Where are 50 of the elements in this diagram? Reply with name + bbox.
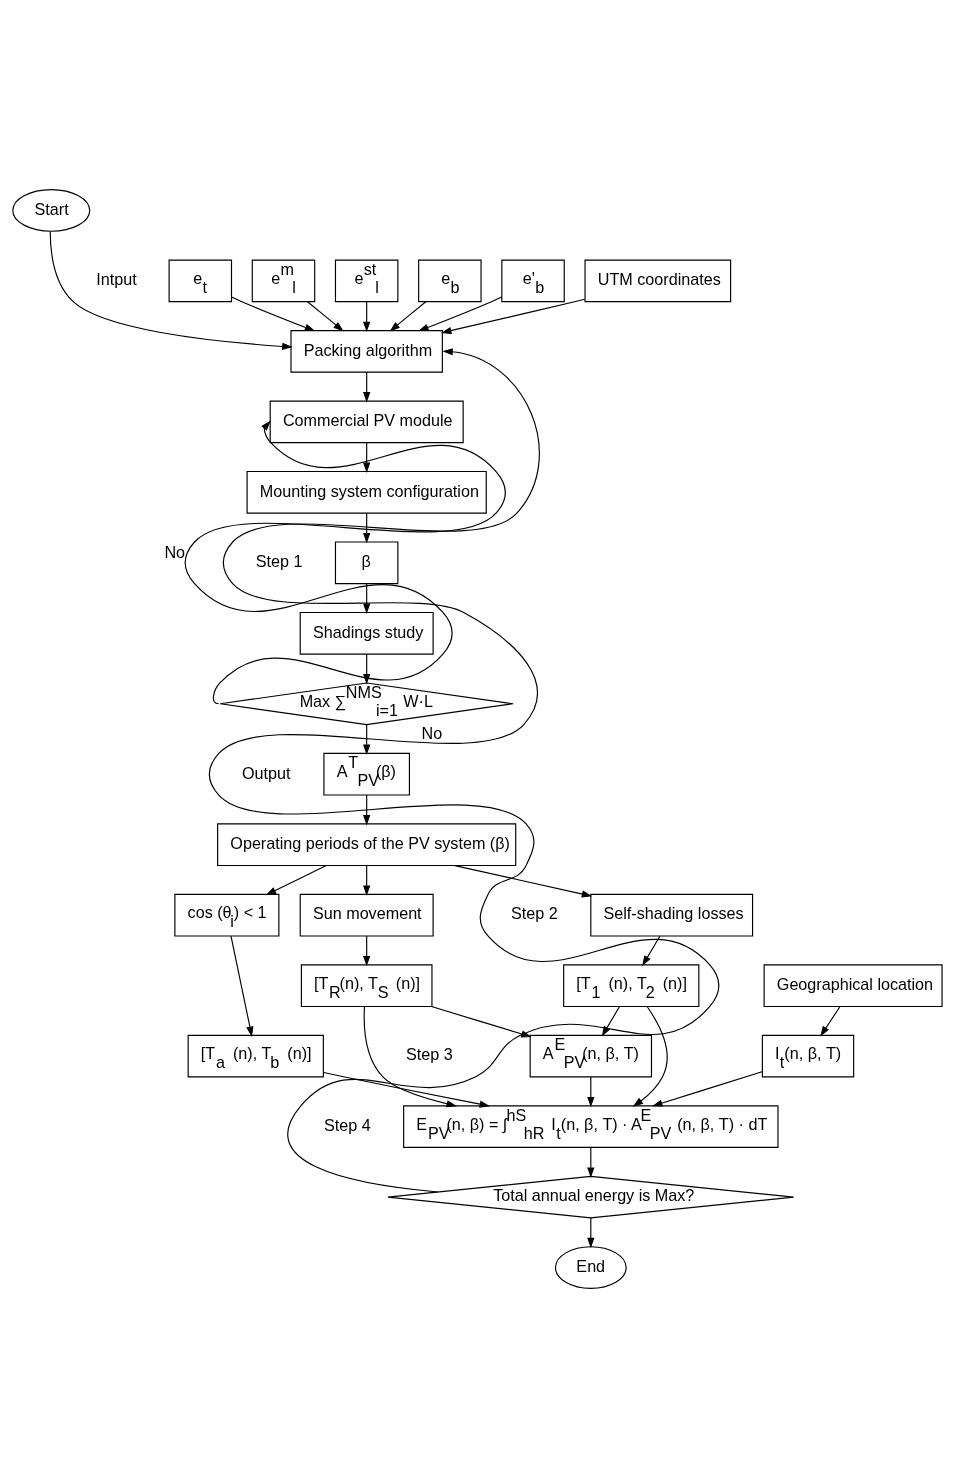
node-ellipse: End xyxy=(554,1245,627,1289)
arrow xyxy=(363,864,371,896)
arrow xyxy=(363,441,371,473)
node-box: Commercial PV module xyxy=(269,399,464,443)
arrow xyxy=(208,347,720,1193)
node-box: Packing algorithm xyxy=(290,329,443,373)
arrow xyxy=(363,1005,457,1107)
arrow xyxy=(184,420,506,704)
arrow xyxy=(49,230,293,350)
arrow xyxy=(363,582,371,614)
arrow xyxy=(642,935,661,966)
label: Step 1 xyxy=(255,551,303,570)
arrow xyxy=(587,1075,595,1107)
arrow xyxy=(587,1216,595,1248)
label: Step 3 xyxy=(405,1044,453,1063)
arrow xyxy=(363,300,371,332)
arrow xyxy=(441,298,586,334)
arrow xyxy=(363,935,371,966)
node-box: Operating periods of the PV system (β) xyxy=(217,822,517,866)
arrow xyxy=(363,794,371,825)
node-diamond: Total annual energy is Max? xyxy=(387,1175,795,1218)
arrow xyxy=(454,864,593,898)
arrow xyxy=(265,864,327,895)
arrow xyxy=(820,1005,841,1037)
node-label: Output xyxy=(241,763,291,782)
node-box: Mounting system configuration xyxy=(246,470,487,514)
node-box: Sun movement xyxy=(299,893,434,937)
arrow xyxy=(418,296,503,331)
arrow xyxy=(323,1071,491,1108)
edge-label: No xyxy=(164,542,186,561)
arrow xyxy=(632,1005,668,1107)
label: Step 2 xyxy=(511,903,558,922)
arrow xyxy=(230,935,254,1037)
node-box: Geographical location xyxy=(763,963,943,1007)
node-box: UTM coordinates xyxy=(584,259,732,302)
node-ellipse: Start xyxy=(12,188,91,232)
arrow xyxy=(363,723,371,755)
label: Intput xyxy=(96,269,137,288)
arrow xyxy=(587,1146,595,1178)
arrow xyxy=(389,300,427,331)
arrow xyxy=(230,296,316,331)
arrow xyxy=(652,1070,763,1107)
arrow xyxy=(363,371,371,403)
edge-label: No xyxy=(421,723,443,742)
arrow xyxy=(363,512,371,543)
node-box: Shadings study xyxy=(299,611,434,655)
arrow xyxy=(306,300,344,331)
node-box: Self-shading losses xyxy=(590,893,754,937)
node-box: β xyxy=(334,540,399,584)
label: Step 4 xyxy=(323,1115,371,1134)
